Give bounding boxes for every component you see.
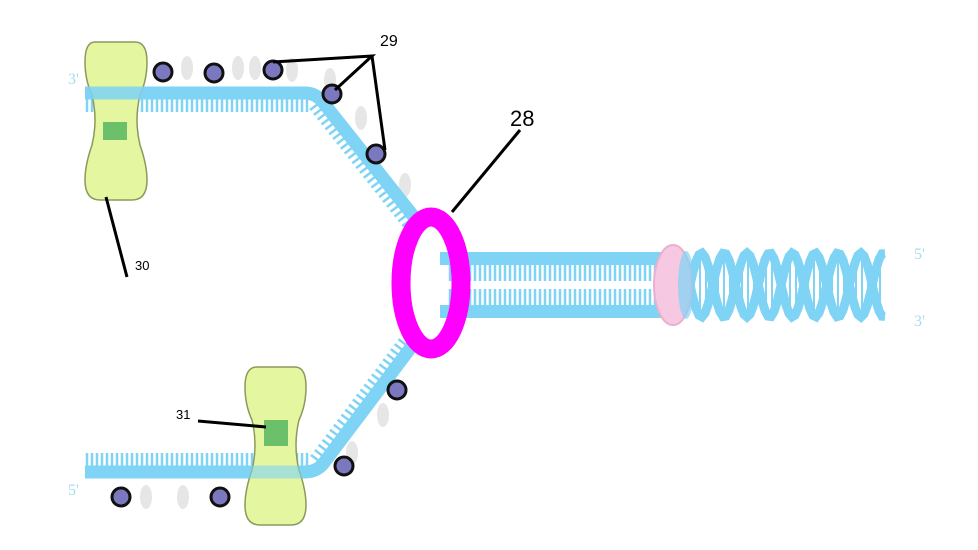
end-label-bottom-left: 5' (68, 482, 79, 499)
label-28: 28 (510, 106, 534, 131)
leader-lines (104, 54, 522, 429)
polymerase-top (84, 41, 148, 201)
nucleotide (152, 61, 174, 83)
nucleotide (333, 455, 355, 477)
nucleotide (203, 62, 225, 84)
nucleotide (386, 379, 408, 401)
top-dna-strand (85, 86, 424, 228)
label-30: 30 (135, 258, 149, 273)
helicase-ring (391, 207, 471, 359)
polymerase-bottom (244, 366, 307, 526)
end-label-right-bottom: 3' (914, 313, 925, 330)
nucleotide (110, 486, 132, 508)
label-29: 29 (380, 33, 398, 50)
faded-nucleotides (140, 56, 411, 509)
parental-duplex (440, 252, 672, 318)
nucleotide (365, 143, 387, 165)
end-label-right-top: 5' (914, 246, 925, 263)
free-nucleotides (110, 59, 408, 508)
nucleotide (209, 486, 231, 508)
double-helix (685, 246, 886, 324)
label-31: 31 (176, 407, 190, 422)
nucleotide (262, 59, 284, 81)
end-label-top-left: 3' (68, 71, 79, 88)
